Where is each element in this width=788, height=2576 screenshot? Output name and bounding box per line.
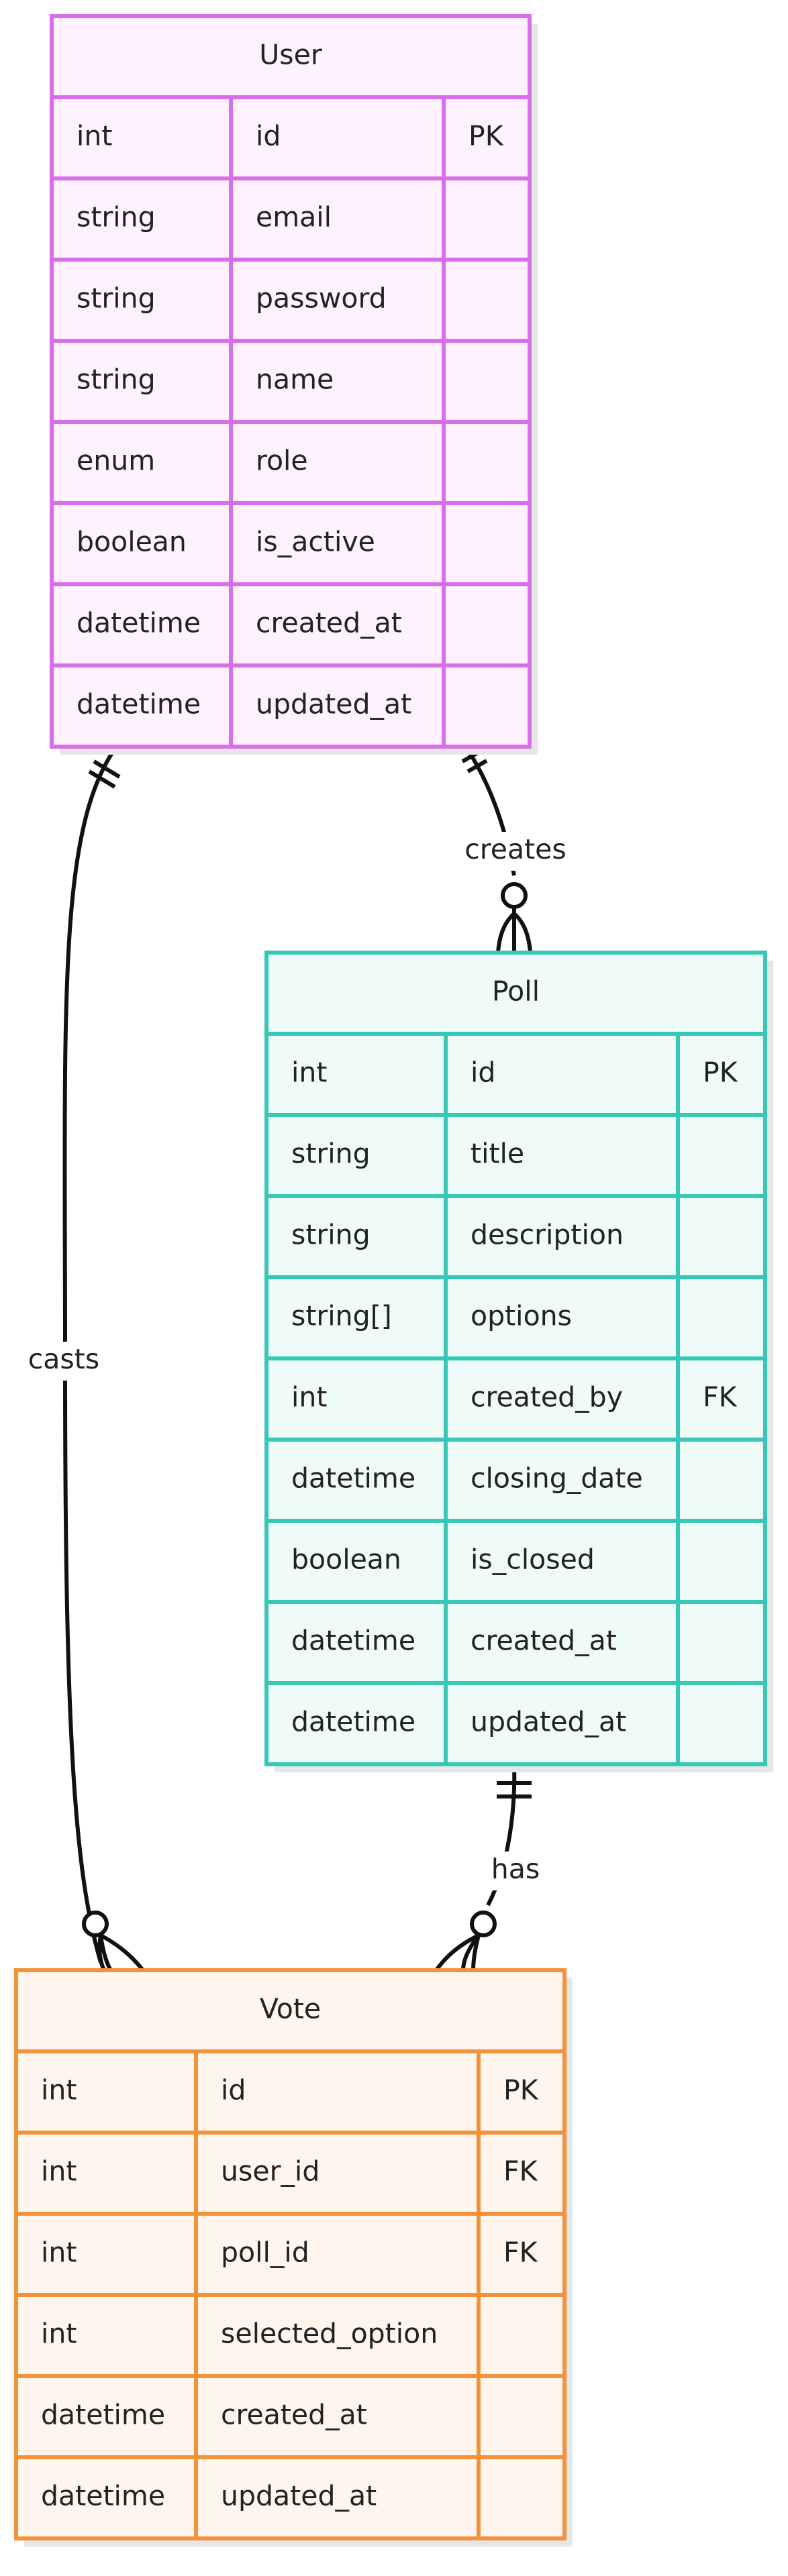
- attribute-type: datetime: [41, 2480, 165, 2512]
- attribute-type: datetime: [291, 1462, 415, 1495]
- attribute-type: datetime: [291, 1706, 415, 1738]
- attribute-name: is_closed: [471, 1544, 595, 1576]
- entity-title: Poll: [492, 975, 540, 1008]
- attribute-name: user_id: [221, 2155, 319, 2188]
- attribute-row: datetime created_at: [77, 607, 402, 639]
- entity-title: Vote: [260, 1993, 321, 2025]
- attribute-type: int: [291, 1381, 327, 1413]
- attribute-type: int: [291, 1057, 327, 1089]
- attribute-row: int id PK: [77, 120, 504, 152]
- attribute-row: string description: [291, 1219, 624, 1251]
- attribute-type: boolean: [77, 526, 187, 558]
- attribute-type: string: [77, 282, 156, 315]
- label-background: [459, 832, 572, 871]
- cardinality-markers: [82, 749, 532, 1972]
- attribute-name: created_at: [471, 1625, 617, 1657]
- attribute-key: PK: [469, 120, 504, 152]
- attribute-type: string: [77, 364, 156, 396]
- attribute-type: string: [291, 1219, 371, 1251]
- attribute-name: id: [471, 1057, 495, 1089]
- attribute-name: updated_at: [256, 688, 411, 720]
- attribute-row: datetime created_at: [41, 2399, 367, 2431]
- attribute-row: string password: [77, 282, 387, 315]
- label-background: [483, 1851, 550, 1890]
- attribute-key: FK: [703, 1381, 738, 1413]
- attribute-row: datetime created_at: [291, 1625, 617, 1657]
- attribute-name: selected_option: [221, 2318, 438, 2350]
- attribute-name: updated_at: [221, 2480, 377, 2512]
- attribute-key: PK: [503, 2074, 539, 2106]
- zero-or-many-marker: [496, 882, 532, 953]
- attribute-row: int id PK: [41, 2074, 539, 2106]
- attribute-type: boolean: [291, 1544, 401, 1576]
- attribute-row: int selected_option: [41, 2318, 438, 2350]
- attribute-name: poll_id: [221, 2237, 309, 2269]
- attribute-type: string[]: [291, 1300, 392, 1332]
- attribute-type: int: [41, 2318, 77, 2350]
- attribute-type: int: [41, 2074, 77, 2106]
- entity-title: User: [259, 39, 322, 71]
- attribute-key: FK: [503, 2155, 538, 2188]
- attribute-name: created_by: [471, 1381, 623, 1413]
- attribute-type: datetime: [77, 688, 201, 720]
- attribute-name: description: [471, 1219, 624, 1251]
- attribute-row: string email: [77, 201, 332, 233]
- attribute-row: string[] options: [291, 1300, 572, 1332]
- attribute-name: id: [256, 120, 281, 152]
- attribute-name: title: [471, 1138, 524, 1170]
- attribute-row: int user_id FK: [41, 2155, 538, 2188]
- attribute-row: datetime updated_at: [77, 688, 411, 720]
- attribute-name: updated_at: [471, 1706, 626, 1738]
- attribute-type: string: [291, 1138, 371, 1170]
- entity-box: [14, 1968, 567, 2540]
- attribute-row: string title: [291, 1138, 524, 1170]
- relationship-label-casts: casts: [28, 1343, 99, 1375]
- attribute-key: PK: [703, 1057, 738, 1089]
- attribute-type: string: [77, 201, 156, 233]
- attribute-row: int poll_id FK: [41, 2237, 538, 2269]
- attribute-name: closing_date: [471, 1462, 643, 1495]
- attribute-row: enum role: [77, 445, 308, 477]
- attribute-type: datetime: [41, 2399, 165, 2431]
- attribute-name: password: [256, 282, 387, 315]
- entity-box: [50, 14, 532, 749]
- attribute-name: role: [256, 445, 308, 477]
- attribute-type: int: [77, 120, 112, 152]
- attribute-row: string name: [77, 364, 334, 396]
- attribute-type: datetime: [291, 1625, 415, 1657]
- attribute-row: boolean is_active: [77, 526, 375, 558]
- attribute-name: options: [471, 1300, 572, 1332]
- attribute-type: int: [41, 2237, 77, 2269]
- attribute-type: datetime: [77, 607, 201, 639]
- attribute-name: name: [256, 364, 334, 396]
- zero-or-many-marker: [434, 1911, 497, 1972]
- exactly-one-marker: [88, 759, 121, 789]
- exactly-one-marker: [497, 1781, 532, 1799]
- attribute-name: email: [256, 201, 332, 233]
- attribute-name: id: [221, 2074, 246, 2106]
- attribute-type: enum: [77, 445, 155, 477]
- attribute-row: int id PK: [291, 1057, 738, 1089]
- attribute-key: FK: [503, 2237, 538, 2269]
- relationship-label-creates: creates: [464, 833, 567, 865]
- attribute-row: int created_by FK: [291, 1381, 738, 1413]
- attribute-name: is_active: [256, 526, 375, 558]
- attribute-row: boolean is_closed: [291, 1544, 595, 1576]
- relationship-label-has: has: [491, 1853, 540, 1885]
- attribute-name: created_at: [256, 607, 402, 639]
- attribute-row: datetime updated_at: [41, 2480, 377, 2512]
- attribute-name: created_at: [221, 2399, 367, 2431]
- attribute-type: int: [41, 2155, 77, 2188]
- relationship-labels: creates casts has: [20, 832, 572, 1890]
- zero-or-many-marker: [82, 1911, 145, 1972]
- attribute-row: datetime closing_date: [291, 1462, 643, 1495]
- attribute-row: datetime updated_at: [291, 1706, 626, 1738]
- label-background: [20, 1342, 107, 1381]
